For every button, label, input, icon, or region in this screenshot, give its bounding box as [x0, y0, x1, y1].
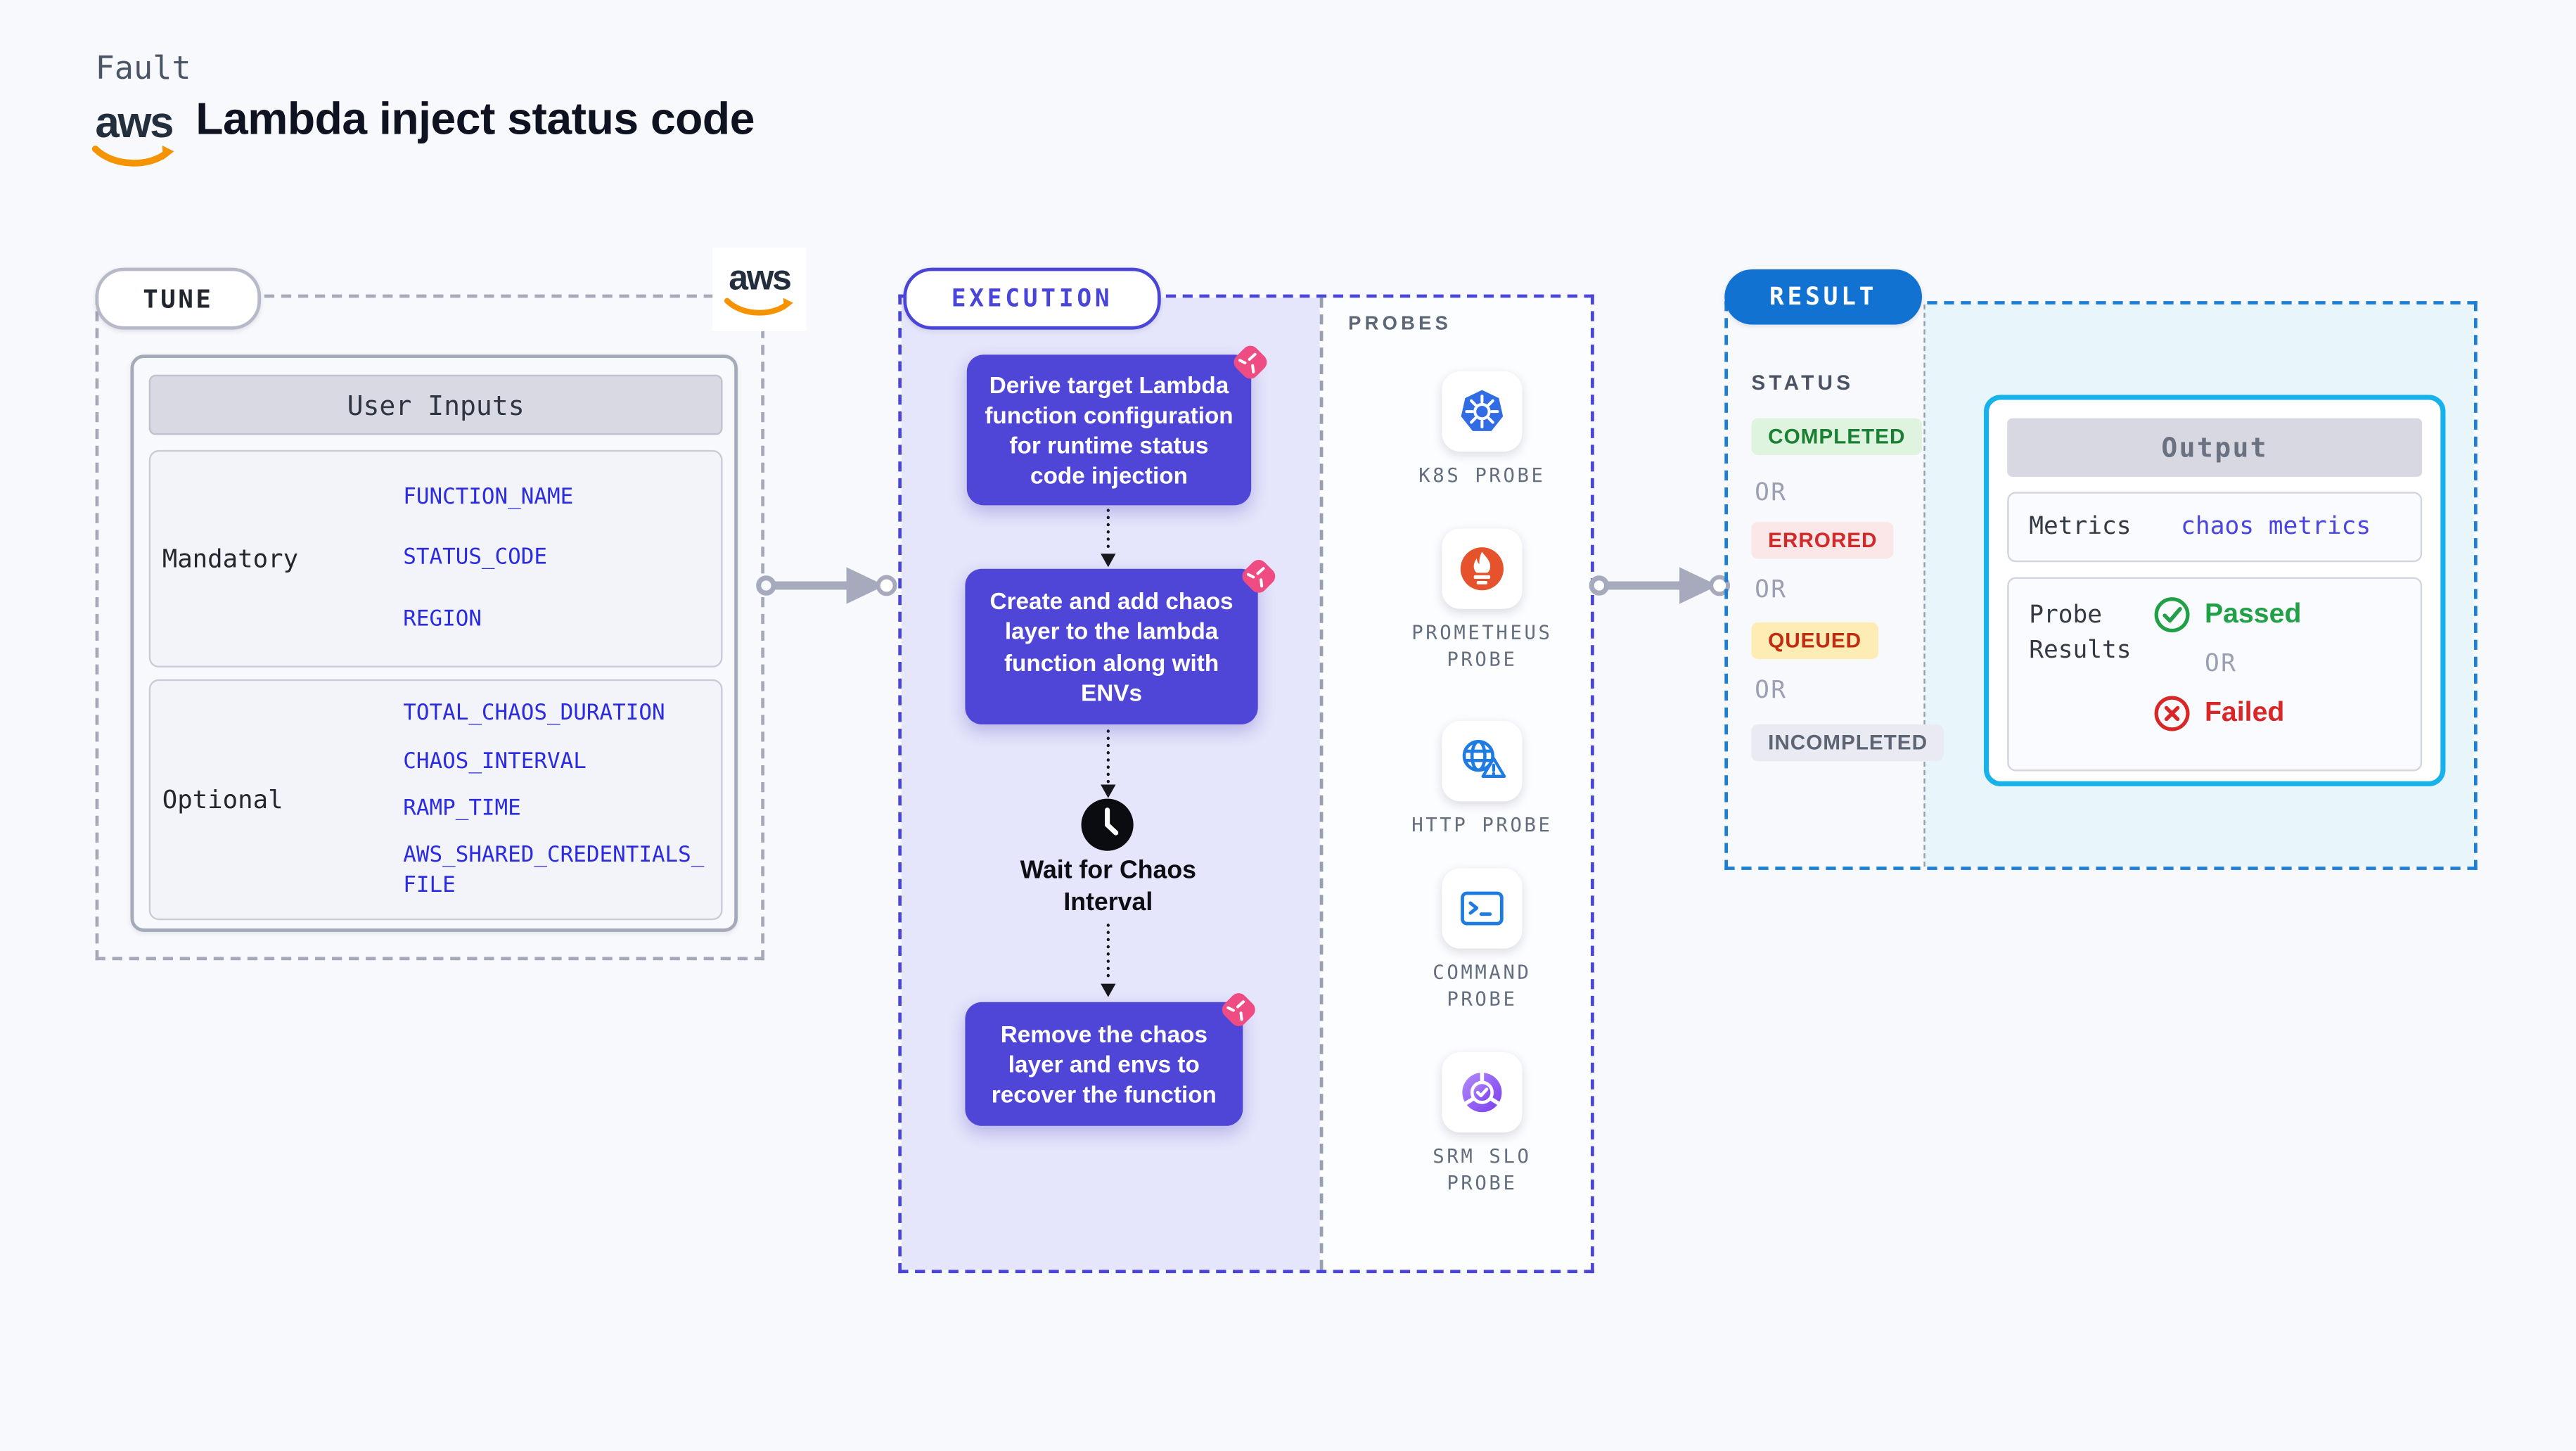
- probes-title: PROBES: [1348, 314, 1452, 335]
- prometheus-icon: [1460, 547, 1504, 591]
- aws-logo-text: aws: [95, 96, 174, 148]
- x-circle-icon: [2154, 696, 2190, 731]
- prometheus-probe-card: [1442, 528, 1523, 609]
- output-card: Output Metrics chaos metrics Probe Resul…: [1983, 395, 2446, 786]
- failed-label: Failed: [2204, 697, 2285, 728]
- or-separator: OR: [1755, 677, 1788, 705]
- page-title: Lambda inject status code: [196, 94, 755, 144]
- status-badge-completed: COMPLETED: [1751, 418, 1923, 455]
- chaos-pinwheel-icon: [1222, 993, 1255, 1026]
- status-badge-queued: QUEUED: [1751, 622, 1878, 660]
- fault-kicker: Fault: [95, 50, 191, 87]
- optional-params-list: TOTAL_CHAOS_DURATION CHAOS_INTERVAL RAMP…: [403, 681, 711, 919]
- command-probe-card: [1442, 868, 1523, 949]
- param-aws-shared-credentials-file: AWS_SHARED_CREDENTIALS_FILE: [403, 843, 705, 898]
- metrics-row: Metrics chaos metrics: [2007, 492, 2423, 563]
- param-ramp-time: RAMP_TIME: [403, 796, 521, 822]
- srm-slo-probe-label: SRM SLO PROBE: [1433, 1144, 1532, 1195]
- k8s-probe-card: [1442, 371, 1523, 452]
- status-title: STATUS: [1751, 371, 1854, 395]
- probe-result-passed: Passed: [2153, 596, 2301, 634]
- aws-logo: aws: [91, 96, 176, 171]
- srm-slo-probe-card: [1442, 1052, 1523, 1133]
- chaos-pinwheel-icon: [1233, 345, 1267, 379]
- dotted-connector-icon: [1101, 923, 1116, 997]
- optional-params-row: Optional TOTAL_CHAOS_DURATION CHAOS_INTE…: [148, 679, 723, 921]
- arrow-execution-to-result-icon: [1589, 567, 1731, 604]
- chaos-pinwheel-icon: [1242, 560, 1276, 593]
- http-globe-warning-icon: [1462, 740, 1506, 778]
- execution-step-remove-chaos-layer: Remove the chaos layer and envs to recov…: [965, 1002, 1243, 1126]
- terminal-icon: [1461, 891, 1504, 926]
- check-circle-icon: [2154, 597, 2190, 633]
- k8s-probe-label: K8S PROBE: [1418, 463, 1546, 487]
- http-probe-label: HTTP PROBE: [1411, 812, 1553, 837]
- metrics-value: chaos metrics: [2181, 513, 2371, 541]
- command-probe-label: COMMAND PROBE: [1433, 960, 1532, 1011]
- aws-smile-icon: [724, 297, 793, 315]
- prometheus-probe-label: PROMETHEUS PROBE: [1411, 620, 1553, 672]
- optional-label: Optional: [162, 784, 283, 815]
- dotted-connector-icon: [1101, 509, 1116, 568]
- probe-results-values: Passed OR Failed: [2153, 579, 2301, 769]
- wait-for-chaos-interval-label: Wait for Chaos Interval: [1020, 856, 1197, 916]
- probe-result-failed: Failed: [2153, 694, 2301, 733]
- aws-logo-tune: aws: [712, 248, 807, 331]
- dotted-connector-icon: [1101, 729, 1116, 798]
- kubernetes-icon: [1461, 390, 1504, 431]
- tune-badge: TUNE: [95, 267, 262, 330]
- result-badge: RESULT: [1724, 269, 1922, 325]
- srm-slo-donut-check-icon: [1462, 1070, 1502, 1113]
- mandatory-params-list: FUNCTION_NAME STATUS_CODE REGION: [403, 452, 711, 665]
- arrow-tune-to-execution-icon: [756, 567, 897, 604]
- user-inputs-card: User Inputs Mandatory FUNCTION_NAME STAT…: [130, 354, 738, 932]
- probe-results-label: Probe Results: [2029, 602, 2132, 665]
- status-badge-incompleted: INCOMPLETED: [1751, 724, 1944, 762]
- execution-step-add-chaos-layer: Create and add chaos layer to the lambda…: [965, 568, 1258, 724]
- status-badge-errored: ERRORED: [1751, 522, 1895, 559]
- probe-results-row: Probe Results Passed OR Faile: [2007, 577, 2423, 772]
- mandatory-label: Mandatory: [162, 544, 299, 574]
- aws-smile-icon: [91, 145, 174, 167]
- clock-icon: [1081, 798, 1134, 851]
- mandatory-params-row: Mandatory FUNCTION_NAME STATUS_CODE REGI…: [148, 449, 723, 668]
- http-probe-card: [1442, 721, 1523, 802]
- param-total-chaos-duration: TOTAL_CHAOS_DURATION: [403, 701, 665, 727]
- param-status-code: STATUS_CODE: [403, 546, 548, 572]
- param-chaos-interval: CHAOS_INTERVAL: [403, 748, 587, 774]
- metrics-label: Metrics: [2029, 513, 2132, 541]
- param-region: REGION: [403, 606, 482, 632]
- tune-section-box: [95, 294, 765, 961]
- passed-label: Passed: [2204, 599, 2302, 629]
- output-header: Output: [2007, 418, 2423, 477]
- or-separator: OR: [1755, 480, 1788, 507]
- aws-logo-text: aws: [729, 258, 792, 298]
- param-function-name: FUNCTION_NAME: [403, 485, 574, 511]
- or-separator: OR: [2204, 651, 2238, 678]
- or-separator: OR: [1755, 577, 1788, 604]
- execution-step-derive-config: Derive target Lambda function configurat…: [966, 354, 1252, 506]
- execution-badge: EXECUTION: [903, 267, 1161, 330]
- user-inputs-header: User Inputs: [148, 374, 723, 435]
